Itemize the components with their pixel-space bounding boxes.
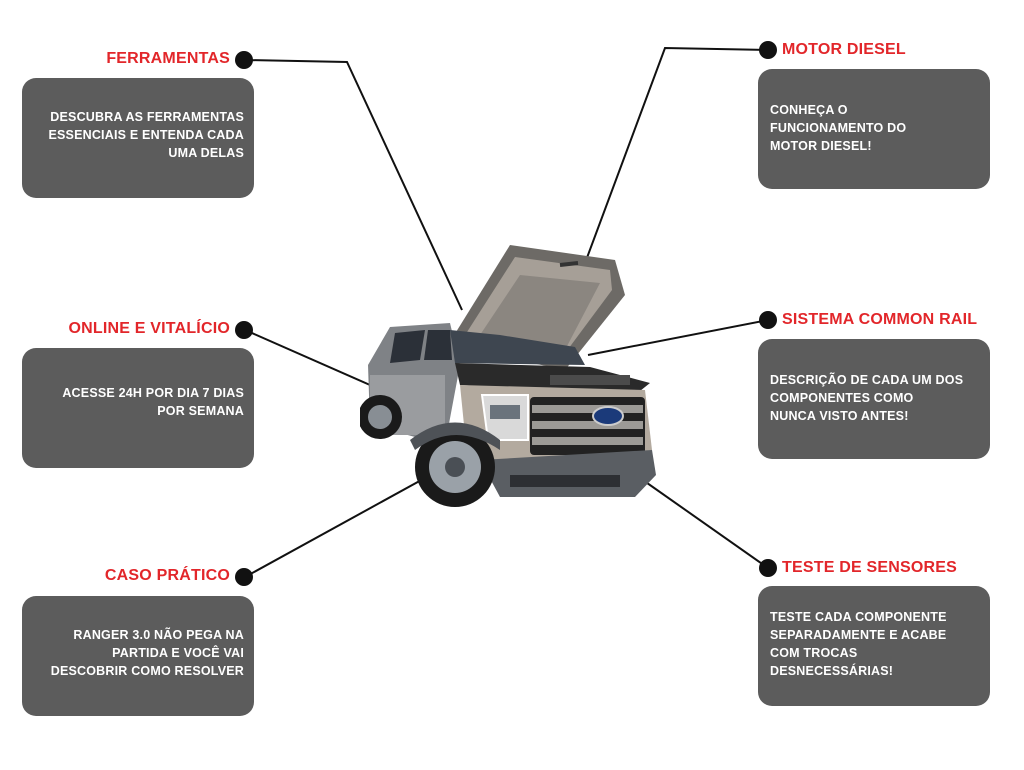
dot-common-rail	[759, 311, 777, 329]
connector-online	[244, 329, 371, 386]
connector-common-rail	[587, 319, 769, 356]
dot-caso	[235, 568, 253, 586]
feature-box-motor: CONHEÇA O FUNCIONAMENTO DO MOTOR DIESEL!	[758, 69, 990, 189]
feature-title-ferramentas: FERRAMENTAS	[106, 50, 230, 67]
feature-description-sensores: TESTE CADA COMPONENTE SEPARADAMENTE E AC…	[770, 610, 947, 678]
pickup-truck-illustration	[360, 245, 656, 507]
connector-ferramentas	[244, 59, 463, 311]
dot-online	[235, 321, 253, 339]
connector-motor	[574, 46, 769, 291]
feature-title-common-rail: SISTEMA COMMON RAIL	[782, 311, 978, 328]
feature-description-motor: CONHEÇA O FUNCIONAMENTO DO MOTOR DIESEL!	[770, 103, 907, 153]
feature-box-caso: RANGER 3.0 NÃO PEGA NA PARTIDA E VOCÊ VA…	[22, 596, 254, 716]
connector-caso	[244, 477, 426, 578]
dot-sensores	[759, 559, 777, 577]
feature-title-online: ONLINE E VITALÍCIO	[68, 320, 230, 337]
dot-motor	[759, 41, 777, 59]
feature-title-sensores: TESTE DE SENSORES	[782, 559, 957, 576]
dot-ferramentas	[235, 51, 253, 69]
feature-box-ferramentas: DESCUBRA AS FERRAMENTAS ESSENCIAIS E ENT…	[22, 78, 254, 198]
feature-description-common-rail: DESCRIÇÃO DE CADA UM DOS COMPONENTES COM…	[770, 373, 964, 423]
feature-title-motor: MOTOR DIESEL	[782, 41, 906, 58]
feature-box-sensores: TESTE CADA COMPONENTE SEPARADAMENTE E AC…	[758, 586, 990, 706]
feature-title-caso: CASO PRÁTICO	[104, 567, 230, 584]
feature-description-online: ACESSE 24H POR DIA 7 DIAS POR SEMANA	[62, 386, 244, 418]
feature-description-caso: RANGER 3.0 NÃO PEGA NA PARTIDA E VOCÊ VA…	[50, 628, 244, 678]
feature-box-common-rail: DESCRIÇÃO DE CADA UM DOS COMPONENTES COM…	[758, 339, 990, 459]
feature-description-ferramentas: DESCUBRA AS FERRAMENTAS ESSENCIAIS E ENT…	[48, 110, 244, 160]
connector-sensores	[639, 477, 769, 569]
feature-box-online: ACESSE 24H POR DIA 7 DIAS POR SEMANA	[22, 348, 254, 468]
